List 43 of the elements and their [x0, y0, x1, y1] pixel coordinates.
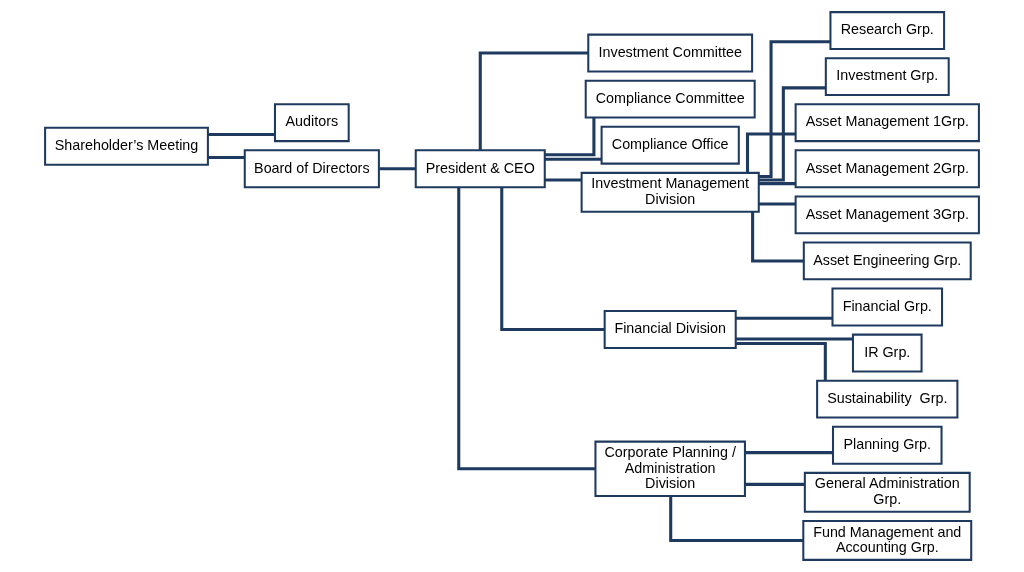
connector	[208, 155, 245, 160]
connector	[379, 167, 416, 171]
node-box: IR Grp.	[851, 333, 923, 373]
connector	[208, 132, 275, 136]
connector	[759, 40, 831, 178]
node-box: Planning Grp.	[831, 425, 943, 465]
connector	[745, 482, 805, 486]
node-box: Fund Management and Accounting Grp.	[802, 519, 973, 561]
node-box: Investment Grp.	[824, 57, 950, 97]
connector	[735, 337, 853, 341]
node-box: Corporate Planning / Administration Division	[594, 440, 746, 497]
node-box: Compliance Committee	[584, 79, 756, 119]
connector	[544, 178, 582, 182]
connector	[758, 182, 796, 186]
node-box: Financial Division	[603, 310, 737, 349]
node-box: Compliance Office	[600, 125, 740, 165]
node-box: Investment Management Division	[580, 171, 760, 213]
node-box: Asset Engineering Grp.	[802, 241, 972, 281]
connector	[745, 132, 796, 173]
connector	[735, 316, 833, 320]
node-box: Asset Management 1Grp.	[794, 103, 980, 143]
connector	[500, 187, 605, 332]
node-box: Asset Management 3Grp.	[794, 195, 980, 235]
connector	[751, 211, 804, 263]
connector	[736, 341, 827, 381]
connector	[758, 86, 826, 182]
node-box: General Administration Grp.	[803, 471, 971, 513]
node-box: Shareholder’s Meeting	[44, 126, 209, 166]
node-box: President & CEO	[414, 149, 546, 189]
connector	[745, 451, 833, 455]
connector	[544, 157, 602, 161]
node-box: Auditors	[273, 103, 350, 143]
node-box: Asset Management 2Grp.	[794, 149, 980, 189]
node-box: Board of Directors	[243, 149, 380, 189]
node-box: Financial Grp.	[831, 287, 944, 327]
connector	[545, 117, 596, 157]
node-box: Sustainability Grp.	[816, 379, 959, 419]
connector	[669, 496, 804, 542]
connector	[758, 202, 796, 206]
node-box: Research Grp.	[829, 11, 946, 50]
connector	[478, 51, 589, 151]
node-box: Investment Committee	[587, 33, 754, 73]
connector	[457, 187, 596, 471]
